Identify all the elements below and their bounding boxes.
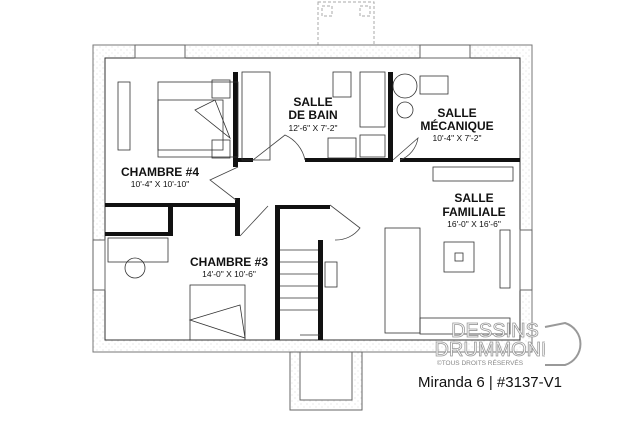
logo-d-mark xyxy=(544,321,582,366)
logo-rights: ©TOUS DROITS RÉSERVÉS xyxy=(437,358,524,367)
room-name-salle-de-bain: SALLE xyxy=(293,95,332,109)
logo-line2: DRUMMOND xyxy=(434,339,555,361)
walls xyxy=(105,72,520,340)
interior-floor xyxy=(104,57,521,341)
room-name2-salle-mecanique: MÉCANIQUE xyxy=(420,118,493,133)
room-name-salle-familiale: SALLE xyxy=(454,191,493,205)
room-name2-salle-de-bain: DE BAIN xyxy=(288,108,337,122)
room-dims-chambre-4: 10'-4" X 10'-10" xyxy=(131,179,189,189)
patio-outline xyxy=(317,1,375,51)
room-dims-salle-mecanique: 10'-4" X 7'-2" xyxy=(433,133,482,143)
room-name-salle-mecanique: SALLE xyxy=(437,106,476,120)
doors xyxy=(209,134,419,241)
room-name2-salle-familiale: FAMILIALE xyxy=(442,205,505,219)
plan-caption: Miranda 6 | #3137-V1 xyxy=(418,374,562,391)
room-name-chambre-4: CHAMBRE #4 xyxy=(121,165,199,179)
windows xyxy=(92,44,533,291)
room-dims-salle-familiale: 16'-0" X 16'-6" xyxy=(447,219,501,229)
fixtures xyxy=(107,71,514,341)
room-name-chambre-3: CHAMBRE #3 xyxy=(190,255,268,269)
room-dims-chambre-3: 14'-0" X 10'-6" xyxy=(202,269,256,279)
logo-line1: DESSINS xyxy=(451,320,539,342)
room-dims-salle-de-bain: 12'-6" X 7'-2" xyxy=(289,123,338,133)
